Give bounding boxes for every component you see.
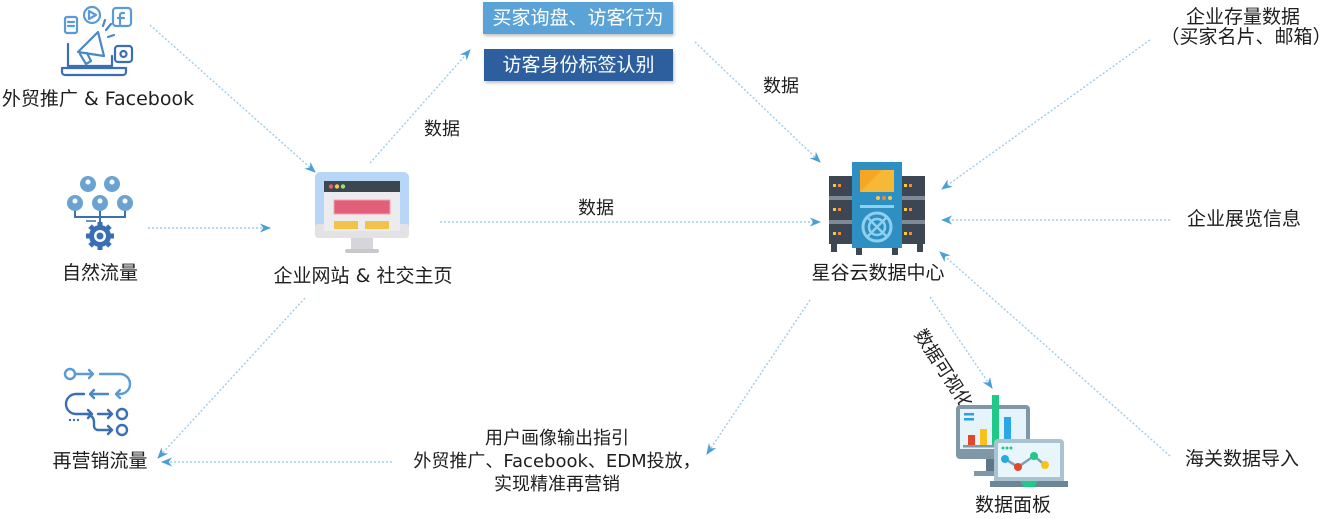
customs-label: 海关数据导入 — [1184, 448, 1299, 470]
stock-data-line1: 企业存量数据 — [1185, 6, 1300, 28]
output-line-1: 用户画像输出指引 — [485, 428, 629, 449]
edge-boxes-to-datacenter — [694, 41, 821, 163]
inquiry-box: 买家询盘、访客行为 — [483, 2, 673, 34]
promotion-node — [58, 4, 138, 80]
edge-customs-to-datacenter — [939, 251, 1171, 457]
datacenter-node — [826, 160, 928, 258]
edge-label-website-center: 数据 — [578, 198, 614, 219]
output-line-3: 实现精准再营销 — [494, 474, 620, 495]
edge-datacenter-to-output — [706, 299, 811, 455]
edge-label-boxes-center: 数据 — [763, 76, 799, 97]
website-label: 企业网站 & 社交主页 — [273, 265, 453, 287]
user-network-gear-icon — [67, 176, 133, 250]
stock-data-line2: （买家名片、邮箱） — [1160, 26, 1332, 48]
server-datacenter-icon — [829, 162, 925, 255]
identity-box: 访客身份标签认别 — [484, 49, 673, 81]
website-node — [315, 172, 411, 258]
edge-website-to-boxes — [369, 49, 471, 164]
dashboard-screens-icon — [956, 395, 1068, 487]
website-monitor-icon — [315, 172, 409, 253]
edge-promotion-to-website — [149, 24, 316, 173]
edge-label-website-boxes: 数据 — [424, 119, 460, 140]
remarketing-label: 再营销流量 — [52, 450, 148, 472]
promotion-label: 外贸推广 & Facebook — [1, 88, 195, 110]
remarketing-node — [60, 364, 138, 438]
organic-label: 自然流量 — [61, 262, 138, 284]
edge-stock-to-datacenter — [941, 39, 1151, 190]
dashboard-node — [956, 393, 1068, 493]
edge-website-to-remarketing — [157, 297, 306, 459]
megaphone-social-icon — [60, 5, 134, 77]
organic-node — [62, 172, 138, 250]
datacenter-label: 星谷云数据中心 — [811, 262, 945, 284]
dashboard-label: 数据面板 — [974, 494, 1051, 516]
exhibition-label: 企业展览信息 — [1186, 208, 1301, 230]
flow-path-icon — [63, 367, 132, 437]
output-line-2: 外贸推广、Facebook、EDM投放， — [413, 451, 701, 472]
